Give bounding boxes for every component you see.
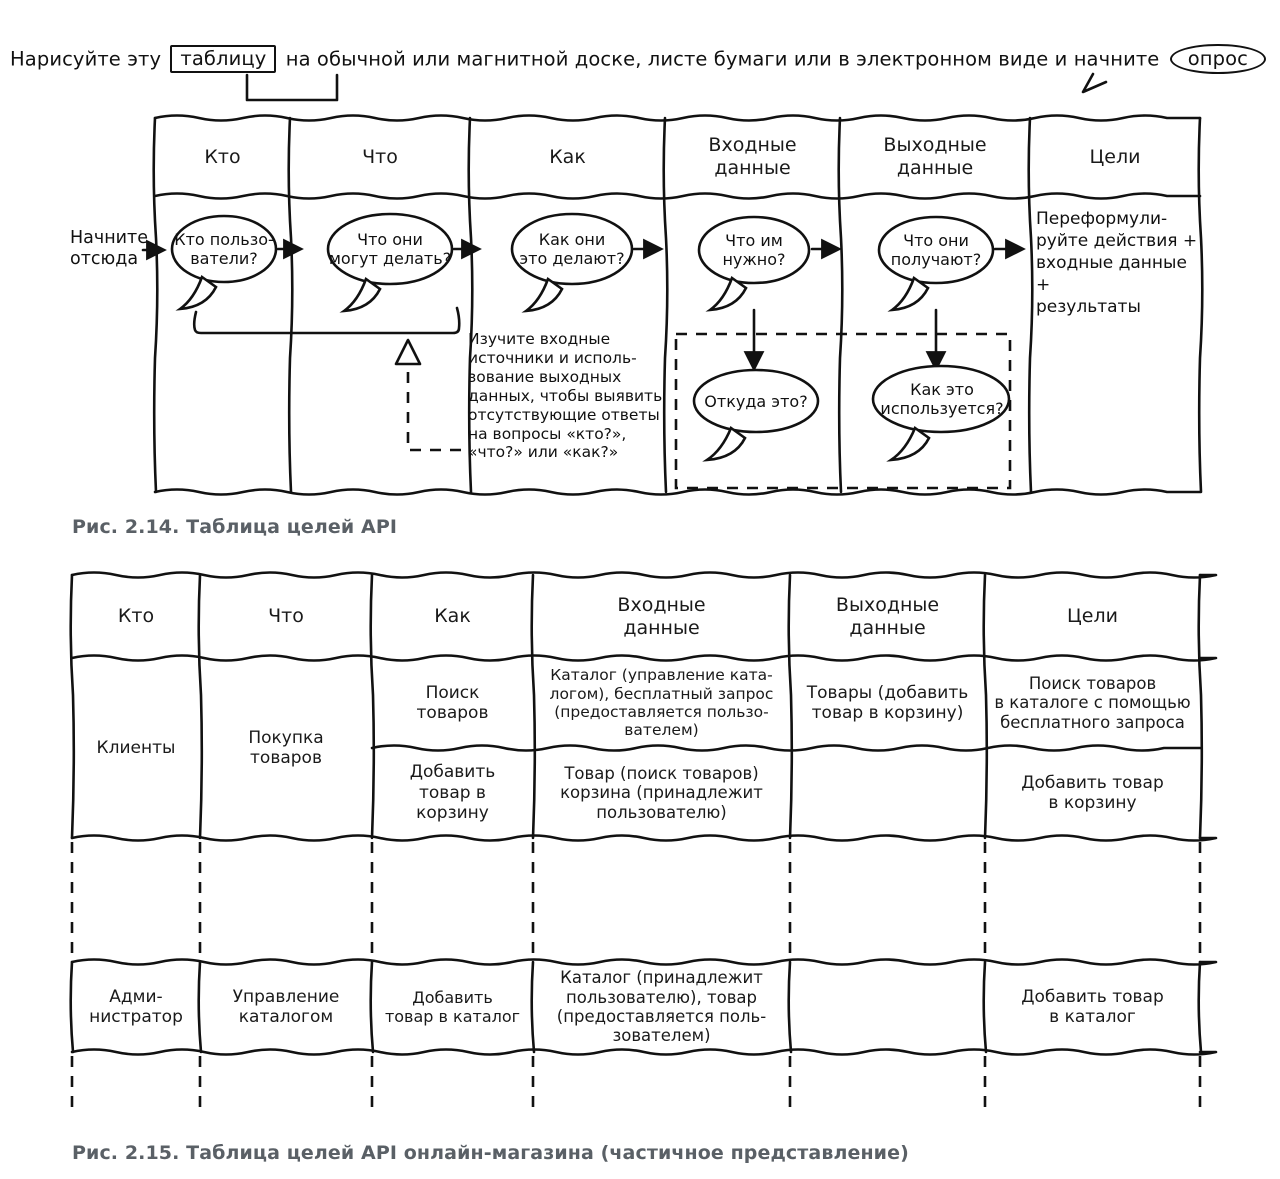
t1-annotation-text: Изучите входные источники и исполь- зова…	[468, 330, 663, 462]
inputs-bubble-line2: нужно?	[722, 250, 786, 270]
who-bubble-text: Кто пользо- ватели?	[172, 230, 276, 268]
t2-row3-what-value: Управление каталогом	[232, 986, 340, 1027]
t2-row1-who: Клиенты	[72, 658, 200, 838]
t2-header-outputs: Выходные данные	[790, 575, 985, 658]
outputs-bubble-line2: получают?	[890, 250, 982, 270]
t2-row2-inputs: Товар (поиск товаров) корзина (принадлеж…	[533, 748, 790, 838]
inputs-bubble-line1: Что им	[725, 231, 783, 250]
t2-row1-what-value: Покупка товаров	[248, 727, 324, 768]
t2-row1-goals: Поиск товаров в каталоге с помощью беспл…	[985, 658, 1200, 748]
inputs-bubble-text: Что им нужно?	[700, 231, 808, 269]
t1-header-how: Как	[470, 118, 665, 196]
instruction-part2: на обычной или магнитной доске, листе бу…	[285, 47, 1160, 71]
instruction-line: Нарисуйте эту таблицу на обычной или маг…	[0, 44, 1280, 75]
t2-header-what-label: Что	[268, 605, 304, 628]
t1-header-inputs-label: Входные данные	[708, 134, 797, 179]
t2-header-goals-label: Цели	[1067, 605, 1118, 628]
how-bubble-line1: Как они	[538, 230, 606, 249]
t2-row3-inputs-value: Каталог (принадлежит пользователю), това…	[556, 968, 767, 1046]
t2-row3-outputs	[790, 962, 985, 1052]
how-bubble-line2: это делают?	[519, 249, 625, 269]
t1-header-who: Кто	[155, 118, 290, 196]
what-bubble-text: Что они могут делать?	[326, 230, 454, 268]
t2-row2-how-value: Добавить товар в корзину	[409, 762, 496, 824]
source-bubble-line1: Откуда это?	[704, 392, 808, 411]
t2-row2-how: Добавить товар в корзину	[372, 748, 533, 838]
t2-row3-who: Адми- нистратор	[72, 962, 200, 1052]
t2-header-inputs: Входные данные	[533, 575, 790, 658]
t2-row1-what: Покупка товаров	[200, 658, 372, 838]
what-bubble-line1: Что они	[357, 230, 423, 249]
usage-bubble-text: Как это используется?	[878, 380, 1006, 418]
t2-header-who-label: Кто	[117, 605, 155, 628]
t2-row1-inputs: Каталог (управление ката- логом), беспла…	[533, 658, 790, 748]
instruction-boxed-word: таблицу	[170, 45, 277, 74]
start-here-line1: Начните	[70, 228, 148, 248]
t1-header-outputs: Выходные данные	[840, 118, 1030, 196]
t2-row3-inputs: Каталог (принадлежит пользователю), това…	[533, 962, 790, 1052]
t1-header-goals-label: Цели	[1089, 145, 1141, 168]
how-bubble-text: Как они это делают?	[510, 230, 634, 268]
t2-row1-goals-value: Поиск товаров в каталоге с помощью беспл…	[994, 673, 1191, 732]
source-bubble-text: Откуда это?	[698, 392, 814, 411]
figure2-caption: Рис. 2.15. Таблица целей API онлайн-мага…	[72, 1142, 909, 1164]
t2-row2-outputs	[790, 748, 985, 838]
t2-row1-who-value: Клиенты	[96, 737, 176, 758]
t2-header-how-label: Как	[434, 605, 471, 628]
t1-header-goals: Цели	[1030, 118, 1200, 196]
t2-row3-what: Управление каталогом	[200, 962, 372, 1052]
t2-row3-goals-value: Добавить товар в каталог	[1021, 986, 1164, 1027]
instruction-bubble-word: опрос	[1169, 44, 1266, 75]
t1-goals-text: Переформули- руйте действия + входные да…	[1036, 209, 1198, 318]
usage-bubble-line2: используется?	[880, 399, 1004, 419]
t2-row1-how-value: Поиск товаров	[416, 682, 489, 723]
usage-bubble-line1: Как это	[910, 380, 974, 399]
t2-header-how: Как	[372, 575, 533, 658]
start-here-label: Начните отсюда	[70, 228, 152, 270]
t2-row1-inputs-value: Каталог (управление ката- логом), беспла…	[549, 666, 774, 740]
start-here-line2: отсюда	[70, 249, 139, 269]
t2-row3-who-value: Адми- нистратор	[89, 986, 183, 1027]
t2-row2-goals-value: Добавить товар в корзину	[1021, 772, 1164, 813]
t1-header-who-label: Кто	[204, 145, 241, 168]
t1-header-what-label: Что	[362, 145, 398, 168]
figure1-caption: Рис. 2.14. Таблица целей API	[72, 516, 398, 538]
t2-row2-inputs-value: Товар (поиск товаров) корзина (принадлеж…	[560, 763, 763, 822]
who-bubble-line1: Кто пользо-	[174, 230, 274, 249]
t2-header-who: Кто	[72, 575, 200, 658]
t2-row3-goals: Добавить товар в каталог	[985, 962, 1200, 1052]
t2-header-outputs-label: Выходные данные	[835, 593, 940, 639]
t1-header-outputs-label: Выходные данные	[883, 134, 987, 179]
t1-header-what: Что	[290, 118, 470, 196]
t2-row2-goals: Добавить товар в корзину	[985, 748, 1200, 838]
t1-header-how-label: Как	[549, 145, 586, 168]
t2-row3-how: Добавить товар в каталог	[372, 962, 533, 1052]
what-bubble-line2: могут делать?	[328, 249, 452, 269]
t2-header-what: Что	[200, 575, 372, 658]
t2-row1-how: Поиск товаров	[372, 658, 533, 748]
t1-header-inputs: Входные данные	[665, 118, 840, 196]
t2-row3-how-value: Добавить товар в каталог	[384, 987, 521, 1026]
who-bubble-line2: ватели?	[190, 249, 258, 269]
t2-row1-outputs: Товары (добавить товар в корзину)	[790, 658, 985, 748]
t2-row1-outputs-value: Товары (добавить товар в корзину)	[806, 682, 969, 723]
t2-header-inputs-label: Входные данные	[617, 593, 706, 639]
t2-header-goals: Цели	[985, 575, 1200, 658]
outputs-bubble-text: Что они получают?	[878, 231, 994, 269]
instruction-part1: Нарисуйте эту	[10, 47, 162, 71]
outputs-bubble-line1: Что они	[903, 231, 969, 250]
